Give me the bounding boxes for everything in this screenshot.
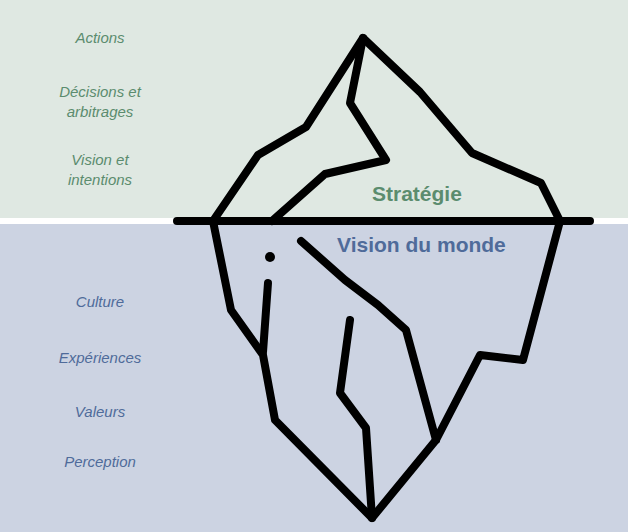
layer-label: Expériences — [30, 348, 170, 368]
iceberg-tip — [213, 38, 560, 221]
iceberg-crack — [263, 283, 268, 352]
iceberg-ridge — [272, 38, 386, 221]
iceberg-base — [213, 221, 560, 518]
iceberg-crack — [301, 241, 436, 440]
waterline — [177, 217, 590, 225]
band-heading: Vision du monde — [337, 233, 506, 257]
layer-label: Valeurs — [30, 402, 170, 422]
iceberg-crack — [340, 320, 372, 518]
band-heading: Stratégie — [372, 182, 462, 206]
layer-label: Culture — [30, 292, 170, 312]
layer-label: Vision et intentions — [45, 150, 155, 190]
worldview-band: Vision du mondeCultureExpériencesValeurs… — [0, 224, 628, 532]
layer-label: Actions — [45, 28, 155, 48]
layer-label: Perception — [30, 452, 170, 472]
layer-label: Décisions et arbitrages — [45, 82, 155, 122]
iceberg-dot — [265, 252, 275, 262]
